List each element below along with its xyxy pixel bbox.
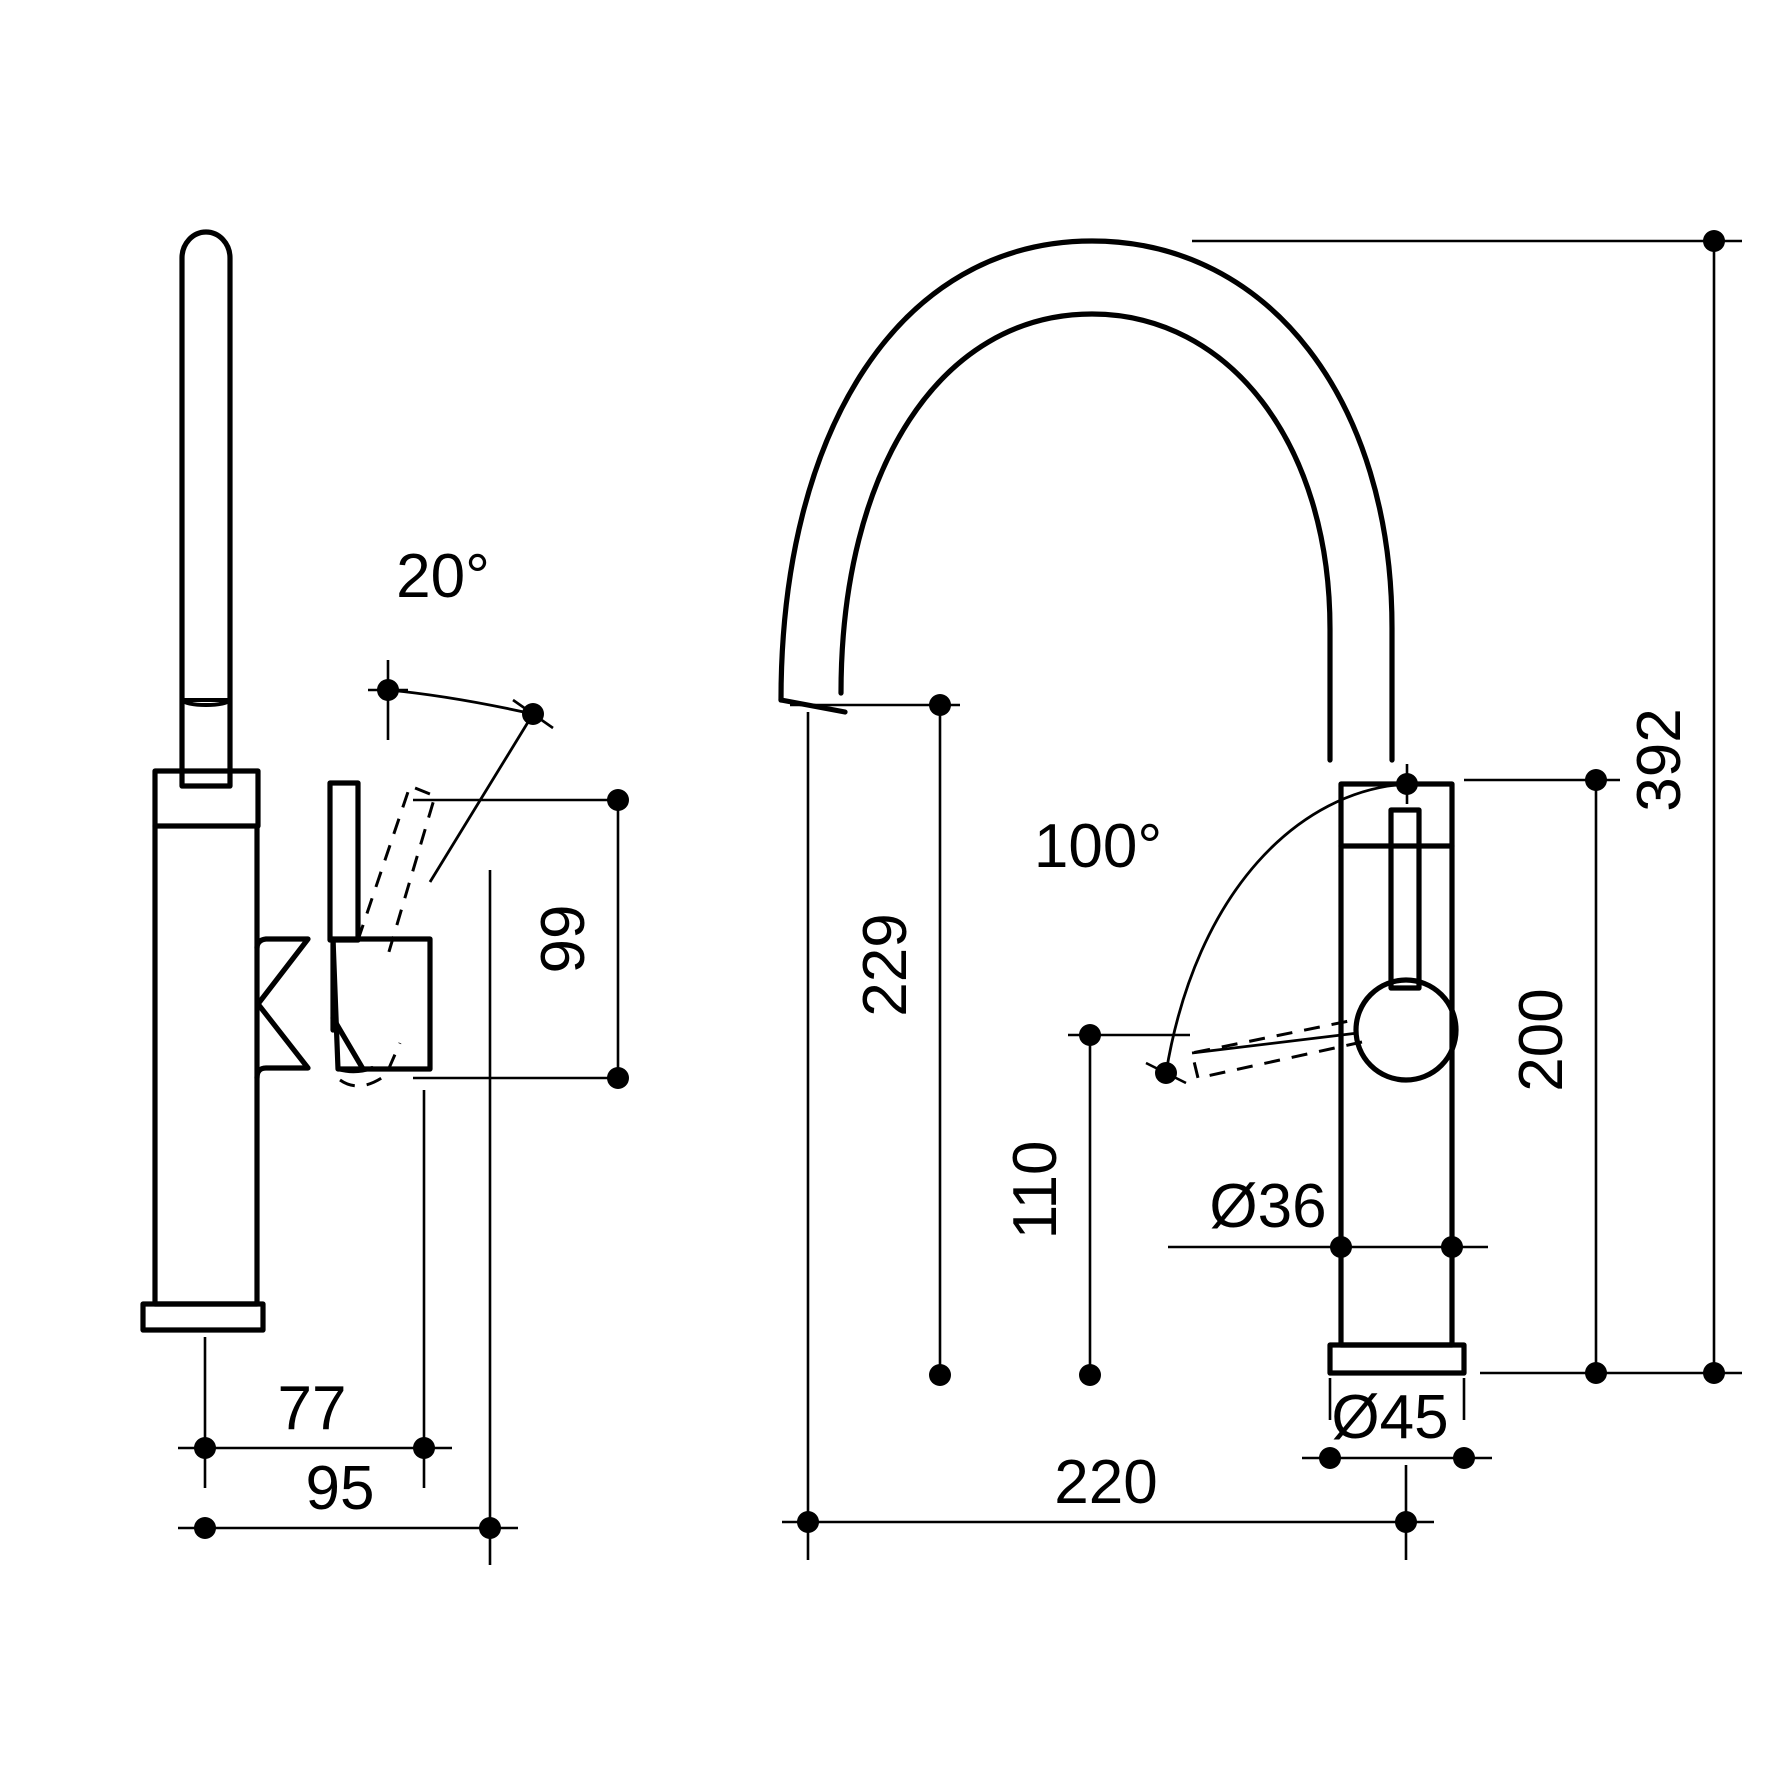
- front-20deg-leader: [428, 713, 535, 883]
- front-20deg-dot-left: [377, 679, 399, 701]
- front-handle-housing: [330, 936, 433, 1072]
- front-20deg-dot-right: [522, 703, 544, 725]
- front-base-plate: [140, 1301, 266, 1333]
- side-36-dot-left: [1330, 1236, 1352, 1258]
- side-view-dimensions: 229 110 100° 392 200 Ø36: [782, 230, 1742, 1560]
- front-99-dot-top: [607, 789, 629, 811]
- front-spout-stem: [179, 229, 233, 789]
- side-100deg-dot-top: [1396, 773, 1418, 795]
- side-36-dot-right: [1441, 1236, 1463, 1258]
- side-100deg-label: 100°: [1034, 812, 1162, 881]
- side-229-label: 229: [851, 913, 920, 1016]
- front-95-dot-right: [479, 1517, 501, 1539]
- side-spout-outer-wall: [778, 238, 1395, 763]
- side-110-dot-bottom: [1079, 1364, 1101, 1386]
- side-110-label: 110: [1001, 1141, 1070, 1240]
- side-100deg-arc: [1164, 782, 1408, 1074]
- front-99-label: 99: [529, 905, 598, 974]
- front-body-column: [152, 823, 260, 1307]
- front-view-dimensions: 20° 99 77 95: [178, 542, 629, 1565]
- side-lever-solid-edge: [1191, 1031, 1359, 1055]
- front-20deg-arc: [387, 688, 534, 716]
- front-view-geometry: [140, 229, 437, 1333]
- side-spout-inner-wall: [838, 311, 1333, 763]
- side-200-dot-top: [1585, 769, 1607, 791]
- front-20deg-label: 20°: [396, 542, 490, 611]
- side-view-geometry: [778, 238, 1467, 1376]
- side-220-dot-left: [797, 1511, 819, 1533]
- side-body-column: [1338, 843, 1455, 1348]
- front-77-label: 77: [278, 1374, 347, 1443]
- side-392-dot-top: [1703, 230, 1725, 252]
- side-45-dot-right: [1453, 1447, 1475, 1469]
- side-base-plate: [1327, 1342, 1467, 1376]
- front-77-dot-left: [194, 1437, 216, 1459]
- front-lever-ghost-lower: [339, 1042, 402, 1088]
- side-220-label: 220: [1054, 1448, 1157, 1517]
- side-100deg-dot-bottom: [1155, 1062, 1177, 1084]
- front-body-collar: [152, 768, 261, 829]
- front-lever-root-lower: [336, 1066, 374, 1074]
- side-200-dot-bottom: [1585, 1362, 1607, 1384]
- front-lever-ghost-outline: [356, 784, 437, 956]
- side-392-label: 392: [1625, 708, 1694, 811]
- side-45-dot-left: [1319, 1447, 1341, 1469]
- side-392-dot-bottom: [1703, 1362, 1725, 1384]
- front-77-dot-right: [413, 1437, 435, 1459]
- side-220-dot-right: [1395, 1511, 1417, 1533]
- side-cartridge-slot: [1388, 807, 1422, 991]
- side-200-label: 200: [1507, 988, 1576, 1091]
- front-stem-joint-ellipse: [181, 698, 231, 707]
- side-lever-ghost-outline: [1190, 1018, 1363, 1080]
- front-lever-handle: [327, 780, 361, 943]
- front-95-label: 95: [306, 1454, 375, 1523]
- side-handle-pivot-circle: [1353, 977, 1459, 1083]
- side-36-label: Ø36: [1209, 1172, 1326, 1241]
- side-229-dot-bottom: [929, 1364, 951, 1386]
- front-lever-root: [330, 1015, 366, 1072]
- side-229-dot-top: [929, 694, 951, 716]
- front-95-dot-left: [194, 1517, 216, 1539]
- side-110-dot-top: [1079, 1024, 1101, 1046]
- side-45-label: Ø45: [1331, 1383, 1448, 1452]
- front-handle-boss: [254, 936, 311, 1081]
- front-99-dot-bottom: [607, 1067, 629, 1089]
